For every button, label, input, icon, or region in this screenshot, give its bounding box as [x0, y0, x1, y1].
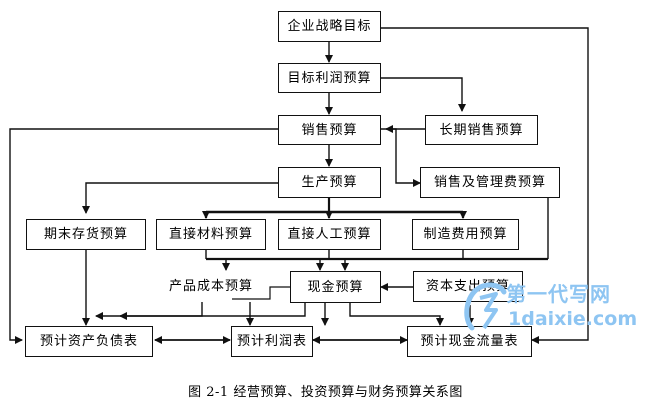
figure-caption: 图 2-1 经营预算、投资预算与财务预算关系图 [188, 385, 463, 400]
arrow-production-to-inventory [82, 182, 278, 214]
arrow-cash-to-cashflow [349, 303, 444, 326]
node-cash-flow-statement: 预计现金流量表 [407, 326, 532, 357]
node-income-statement: 预计利润表 [231, 326, 313, 357]
watermark-logo-icon [464, 282, 507, 331]
node-product-cost: 产品成本预算 [168, 279, 253, 294]
arrow-strategy-to-cashflow [381, 27, 589, 344]
node-cash: 现金预算 [290, 271, 381, 303]
node-strategy: 企业战略目标 [278, 11, 381, 42]
node-target-profit: 目标利润预算 [278, 63, 381, 93]
watermark: 第一代写网 1daixie.com [462, 276, 642, 340]
arrow-cash-to-balance [119, 303, 306, 320]
node-direct-labor: 直接人工预算 [278, 219, 381, 250]
arrow-sales-to-balance [9, 128, 278, 344]
arrow-cost-to-balance [95, 302, 203, 320]
node-manufacturing-overhead: 制造费用预算 [412, 219, 519, 250]
node-sales-admin-expense: 销售及管理费预算 [420, 167, 560, 198]
node-sales: 销售预算 [278, 115, 381, 145]
node-ending-inventory: 期末存货预算 [26, 219, 146, 250]
watermark-text: 第一代写网 [506, 282, 611, 306]
arrow-cost-to-cash [232, 286, 290, 300]
node-long-term-sales: 长期销售预算 [425, 115, 538, 145]
arrow-target-to-longterm [381, 77, 466, 112]
node-balance-sheet: 预计资产负债表 [25, 326, 153, 357]
arrow-sales-to-admin [381, 128, 421, 187]
watermark-url: 1daixie.com [508, 308, 638, 330]
node-production: 生产预算 [278, 167, 381, 198]
node-direct-material: 直接材料预算 [156, 219, 266, 250]
